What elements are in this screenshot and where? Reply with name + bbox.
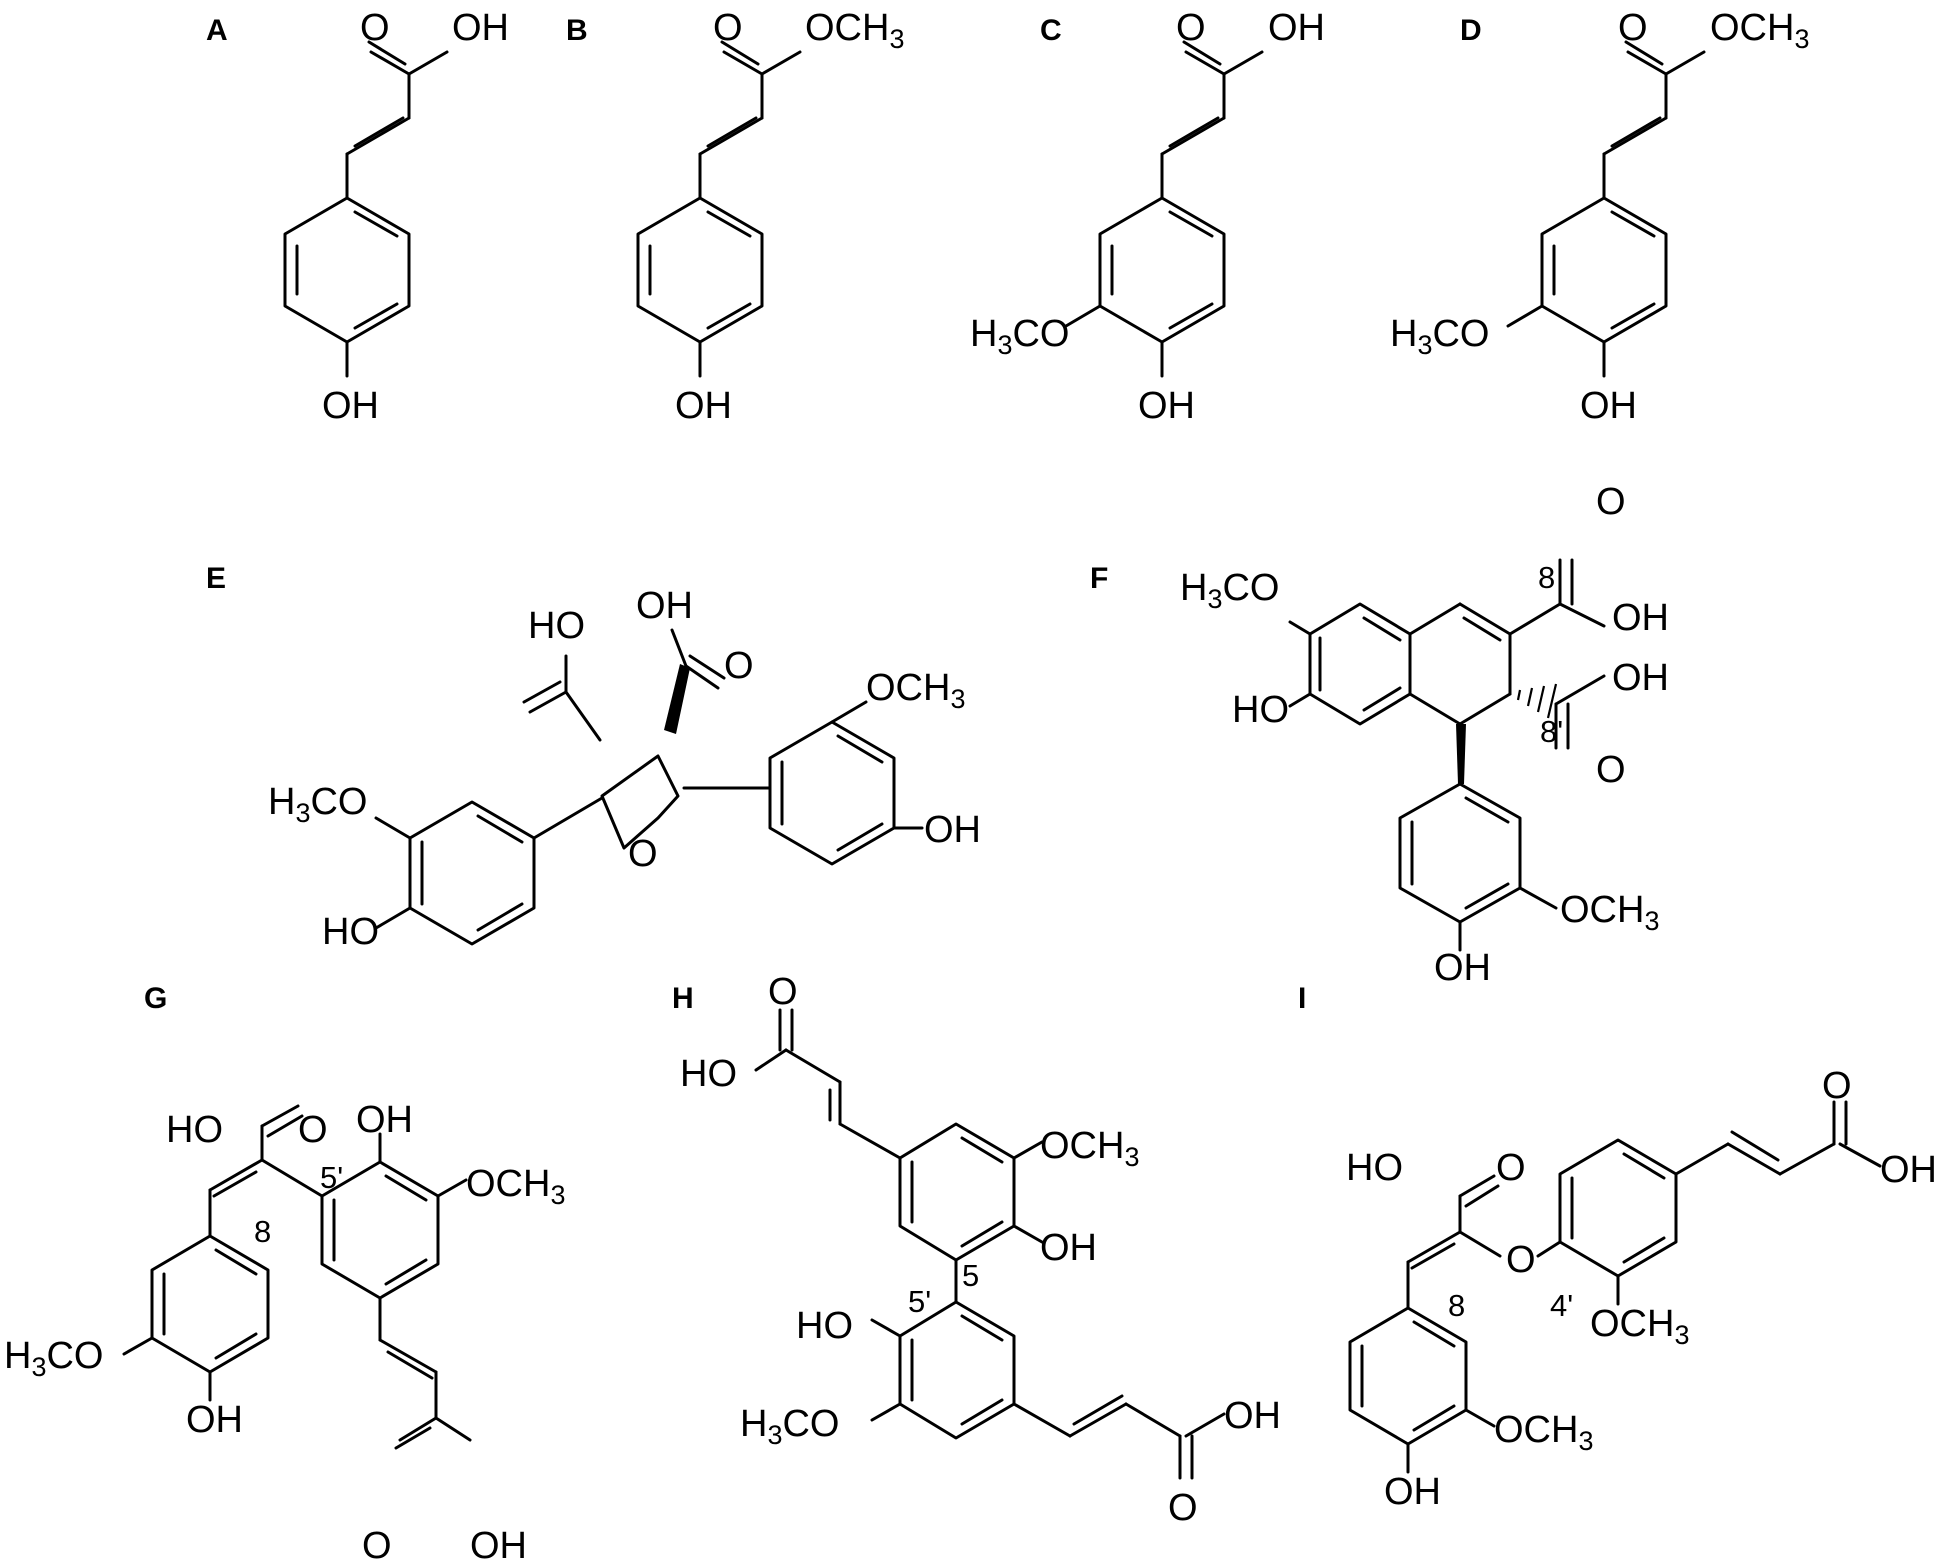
panel-h-top-carbonyl-o: O [768, 971, 798, 1013]
panel-f-top-acid-oh: OH [1612, 597, 1669, 639]
panel-i-structure [1348, 1100, 1882, 1474]
panel-a-phenol-oh: OH [322, 385, 379, 427]
panel-i-acid-top: HO [1346, 1147, 1403, 1189]
panel-i-phenol-bottom: OH [1384, 1471, 1441, 1513]
panel-g-locant-5p: 5' [320, 1160, 343, 1195]
panel-c: C O OH H3CO OH [970, 7, 1325, 427]
panel-b: B O OCH3 OH [566, 7, 904, 427]
panel-d: D O OCH3 H3CO OH [1390, 7, 1809, 427]
panel-h-acid-top: HO [680, 1053, 737, 1095]
panel-g-locant-8: 8 [254, 1214, 271, 1249]
panel-h-locant-5: 5 [962, 1258, 979, 1293]
panel-f-lower-carbonyl-o: O [1596, 749, 1626, 791]
panel-d-structure [1506, 40, 1706, 378]
panel-label-h: H [672, 982, 694, 1015]
panel-label-f: F [1090, 562, 1108, 595]
panel-d-phenol-oh: OH [1580, 385, 1637, 427]
panel-e: E HO OH O O H3CO HO OCH3 OH [206, 562, 981, 953]
panel-e-phenol-right: OH [924, 809, 981, 851]
panel-g: G HO O OH OCH3 5' 8 H3CO [4, 982, 565, 1565]
panel-g-carbonyl-bottom: O [362, 1525, 392, 1565]
panel-e-methoxy-right: OCH3 [866, 667, 965, 714]
panel-h-methoxy-bottom: H3CO [740, 1403, 839, 1450]
panel-i-methoxy-mid: OCH3 [1590, 1303, 1689, 1350]
panel-d-carbonyl-o: O [1618, 7, 1648, 49]
panel-i-methoxy-bottom: OCH3 [1494, 1409, 1593, 1456]
panel-b-carbonyl-o: O [713, 7, 743, 49]
panel-h: H O HO OCH3 OH 5 5' [672, 971, 1281, 1529]
panel-g-methoxy-right: OCH3 [466, 1163, 565, 1210]
panel-g-phenol-top: OH [356, 1099, 413, 1141]
panel-f-locant-8: 8 [1538, 560, 1555, 595]
panel-label-e: E [206, 562, 226, 595]
panel-h-acid-bottom: OH [1224, 1395, 1281, 1437]
panel-c-structure [1064, 40, 1264, 378]
panel-b-ester: OCH3 [805, 7, 904, 54]
panel-a-structure [283, 40, 449, 378]
panel-i-top-carbonyl-o: O [1822, 1065, 1852, 1107]
panel-label-c: C [1040, 14, 1062, 47]
panel-g-acid-ho: HO [166, 1109, 223, 1151]
panel-d-methoxy: H3CO [1390, 313, 1489, 360]
panel-i-locant-4p: 4' [1550, 1288, 1573, 1323]
panel-i-carbonyl-o: O [1496, 1147, 1526, 1189]
panel-g-phenol-bottom: OH [186, 1399, 243, 1441]
panel-g-structure [122, 1104, 472, 1450]
panel-label-i: I [1298, 982, 1306, 1015]
panel-i-acid-right: OH [1880, 1149, 1937, 1191]
panel-a: A O OH OH [206, 7, 509, 427]
panel-g-acid-bottom: OH [470, 1525, 527, 1565]
panel-h-locant-5p: 5' [908, 1284, 931, 1319]
panel-label-d: D [1460, 14, 1482, 47]
panel-e-ring-o: O [628, 833, 658, 875]
panel-h-phenol-left: HO [796, 1305, 853, 1347]
panel-e-acid-right: OH [636, 585, 693, 627]
panel-i-locant-8: 8 [1448, 1288, 1465, 1323]
panel-e-carbonyl-o: O [724, 645, 754, 687]
panel-c-carbonyl-o: O [1176, 7, 1206, 49]
panel-f-locant-8p: 8' [1540, 714, 1563, 749]
panel-h-structure [754, 1008, 1226, 1480]
panel-a-carbonyl-o: O [360, 7, 390, 49]
panel-c-phenol-oh: OH [1138, 385, 1195, 427]
panel-f-top-carbonyl-o: O [1596, 481, 1626, 523]
panel-f-phenol-left: HO [1232, 689, 1289, 731]
panel-label-a: A [206, 14, 228, 47]
panel-f-methoxy-top: H3CO [1180, 567, 1279, 614]
panel-label-b: B [566, 14, 588, 47]
panel-e-phenol-left: HO [322, 911, 379, 953]
panel-label-g: G [144, 982, 167, 1015]
panel-a-acid-oh: OH [452, 7, 509, 49]
panel-i-ether-o: O [1506, 1239, 1536, 1281]
panel-e-methoxy-left: H3CO [268, 781, 367, 828]
panel-c-acid-oh: OH [1268, 7, 1325, 49]
panel-d-ester: OCH3 [1710, 7, 1809, 54]
panel-g-methoxy-left: H3CO [4, 1335, 103, 1382]
panel-f: F H3CO [1090, 481, 1669, 989]
panel-g-carbonyl-o: O [298, 1109, 328, 1151]
panel-f-lower-acid-oh: OH [1612, 657, 1669, 699]
panel-f-phenol-bottom: OH [1434, 947, 1491, 989]
panel-f-structure [1288, 558, 1606, 952]
panel-e-structure [374, 628, 924, 946]
panel-b-structure [636, 40, 802, 378]
panel-i: I HO O O 8 4' OCH3 O [1298, 982, 1937, 1513]
panel-h-methoxy-top: OCH3 [1040, 1125, 1139, 1172]
panel-f-methoxy-bottom: OCH3 [1560, 889, 1659, 936]
panel-e-acid-left: HO [528, 605, 585, 647]
panel-h-bottom-carbonyl-o: O [1168, 1487, 1198, 1529]
panel-b-phenol-oh: OH [675, 385, 732, 427]
panel-h-phenol-right: OH [1040, 1227, 1097, 1269]
panel-c-methoxy: H3CO [970, 313, 1069, 360]
